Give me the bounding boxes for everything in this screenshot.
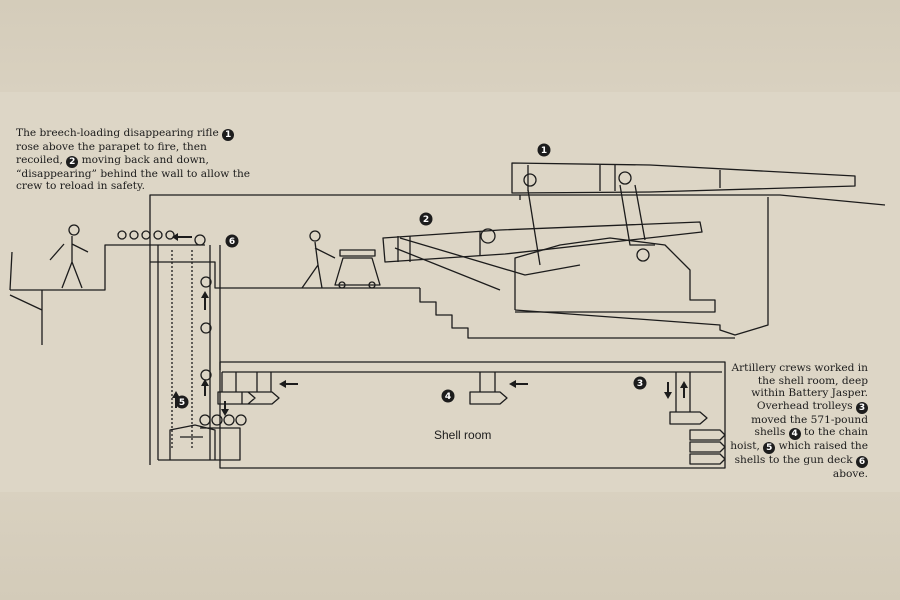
callout-6: 6 — [225, 234, 239, 248]
gun-carriage — [514, 237, 716, 313]
background-bottom — [0, 492, 900, 600]
carriage-wheel — [636, 248, 650, 262]
arrow-up — [201, 291, 209, 310]
arrow-down — [221, 401, 229, 416]
shell-cart — [334, 249, 381, 286]
callout-4: 4 — [441, 389, 455, 403]
outer-slope — [514, 197, 769, 336]
hoist-shaft — [157, 245, 221, 460]
background-top — [0, 0, 900, 92]
shaft-wheel — [200, 276, 212, 288]
hanging-shell — [669, 411, 708, 425]
shell — [129, 230, 139, 240]
shell — [211, 414, 223, 426]
shell — [153, 230, 163, 240]
shell — [223, 414, 235, 426]
hoist-chain — [171, 250, 193, 450]
callout-badge: 3 — [856, 401, 868, 414]
caption-text: above. — [832, 468, 868, 481]
worker-cart-head — [309, 230, 321, 242]
hoist-base — [158, 424, 241, 461]
gun-recoiled — [382, 221, 703, 263]
shell-room-wall — [219, 361, 726, 469]
caption-shell-room: Artillery crews worked in the shell room… — [722, 362, 868, 481]
gun-raised-rings — [527, 165, 721, 191]
gun-pit-steps — [419, 288, 735, 339]
carriage-arms — [394, 184, 655, 291]
carriage-pivot — [523, 173, 537, 187]
callout-3: 3 — [633, 376, 647, 390]
carriage-pivot — [618, 171, 632, 185]
arrow-down — [664, 382, 672, 399]
trolley — [221, 372, 272, 392]
shell — [117, 230, 127, 240]
svg-text:6: 6 — [229, 237, 235, 247]
caption-text: moving back and down, “disappearing” beh… — [16, 153, 251, 193]
shaft-wheel — [200, 322, 212, 334]
arrow-up — [201, 379, 209, 396]
arrow-left — [509, 380, 528, 388]
arrow-left — [279, 380, 298, 388]
callout-2: 2 — [419, 212, 433, 226]
parapet-wall — [149, 200, 420, 465]
gun-raised — [511, 162, 856, 194]
cart-wheel — [338, 281, 346, 289]
callout-badge: 1 — [222, 129, 235, 141]
caption-text: moved the 571-pound shells — [751, 413, 868, 439]
shell — [235, 414, 247, 426]
arrow-up — [680, 381, 688, 398]
hanging-shell — [469, 391, 508, 405]
cart-wheel — [368, 281, 376, 289]
svg-text:3: 3 — [637, 379, 643, 389]
fort-structure-outline — [149, 194, 886, 206]
caption-text: to the chain hoist, — [730, 426, 868, 453]
caption-disappearing-rifle: The breech-loading disappearing rifle 1 … — [16, 127, 256, 193]
callout-badge: 4 — [788, 428, 801, 441]
svg-text:1: 1 — [541, 146, 547, 156]
svg-text:5: 5 — [179, 398, 185, 408]
caption-text: rose above the parapet to fire, then rec… — [16, 141, 207, 166]
shell — [141, 230, 151, 240]
caption-text: which raised the shells to the gun deck — [734, 440, 868, 467]
hanging-shell — [217, 391, 280, 405]
worker-left-head — [68, 224, 80, 236]
worker-cart — [301, 241, 336, 289]
caption-text: Artillery crews worked in the shell room… — [731, 362, 868, 412]
arrow-left — [172, 233, 192, 241]
carriage-pivot — [480, 228, 496, 244]
caption-text: The breech-loading disappearing rifle — [16, 127, 223, 139]
callout-5: 5 — [175, 395, 189, 409]
shell — [194, 234, 206, 246]
worker-left — [49, 236, 89, 289]
callout-1: 1 — [537, 143, 551, 157]
callout-badge: 2 — [66, 155, 79, 168]
callout-badge: 6 — [856, 456, 868, 469]
shell — [165, 230, 175, 240]
stored-shell — [689, 429, 726, 465]
shell-room-label: Shell room — [434, 428, 491, 442]
shaft-wheel — [200, 369, 212, 381]
trolley — [479, 372, 496, 392]
callout-badge: 5 — [763, 442, 776, 455]
svg-text:4: 4 — [445, 392, 451, 402]
svg-text:2: 2 — [423, 215, 429, 225]
trolley — [675, 372, 691, 412]
loading-platform — [9, 244, 205, 345]
shell — [199, 414, 211, 426]
